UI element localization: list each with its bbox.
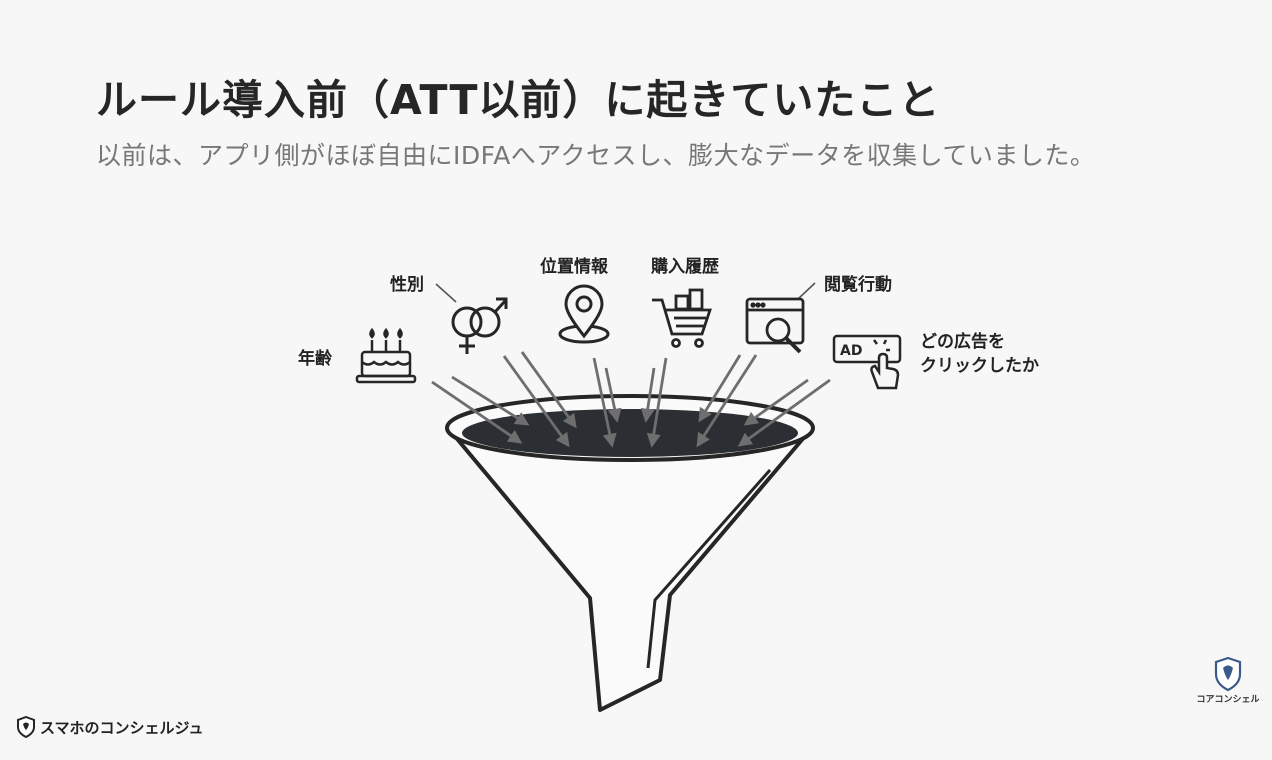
arrow-purchase-2 — [640, 367, 656, 423]
brand-name-left: スマホのコンシェルジュ — [40, 718, 204, 737]
arrow-location-1 — [592, 357, 617, 448]
shield-crest-icon — [1214, 656, 1242, 692]
ad-label: AD — [840, 343, 862, 359]
brand-logo-right: コアコンシェル — [1196, 656, 1260, 705]
arrow-age-1 — [431, 380, 523, 444]
browser-search-icon — [745, 297, 805, 354]
label-ad-click-line1: どの広告を — [920, 332, 1005, 352]
data-flow-arrows — [431, 351, 831, 448]
arrow-browsing-2 — [698, 354, 742, 423]
label-ad-click: どの広告を クリックしたか — [920, 330, 1039, 378]
shopping-cart-icon — [652, 288, 712, 348]
arrow-ad-2 — [743, 378, 809, 426]
label-gender: 性別 — [390, 275, 424, 295]
shield-icon — [17, 716, 35, 738]
ad-click-icon: AD — [832, 334, 902, 390]
arrow-browsing-1 — [696, 354, 758, 448]
connector-browsing — [797, 282, 816, 300]
brand-name-right: コアコンシェル — [1196, 695, 1260, 705]
label-age: 年齢 — [298, 349, 332, 369]
label-browsing-behavior: 閲覧行動 — [824, 275, 892, 295]
arrow-age-2 — [451, 375, 530, 426]
arrow-ad-1 — [737, 378, 831, 447]
funnel-icon — [445, 394, 815, 712]
slide-subtitle: 以前は、アプリ側がほぼ自由にIDFAへアクセスし、膨大なデータを収集していました… — [96, 141, 1096, 170]
label-location: 位置情報 — [540, 257, 608, 277]
slide-title: ルール導入前（ATT以前）に起きていたこと — [96, 76, 941, 124]
gender-symbol-icon — [451, 297, 508, 354]
arrow-location-2 — [604, 367, 622, 423]
arrow-gender-1 — [502, 355, 570, 448]
brand-logo-left: スマホのコンシェルジュ — [16, 716, 204, 738]
location-pin-icon — [558, 284, 610, 344]
label-purchase-history: 購入履歴 — [651, 257, 719, 277]
arrow-purchase-1 — [646, 357, 668, 448]
arrow-gender-2 — [520, 351, 577, 429]
label-ad-click-line2: クリックしたか — [920, 356, 1039, 376]
birthday-cake-icon — [355, 327, 417, 384]
connector-gender — [435, 283, 457, 303]
